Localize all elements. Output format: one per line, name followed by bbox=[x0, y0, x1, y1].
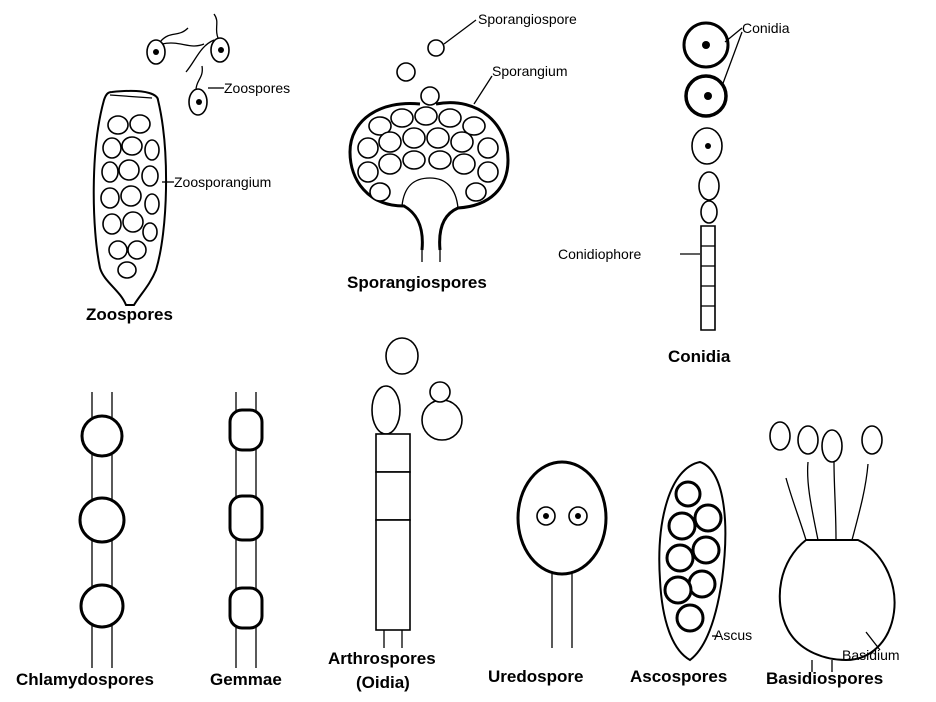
ascus-label: Ascus bbox=[714, 627, 752, 643]
ascospores-caption: Ascospores bbox=[630, 667, 727, 686]
chlamydospores-figure: Chlamydospores bbox=[16, 392, 154, 689]
sporangium-label: Sporangium bbox=[492, 63, 568, 79]
basidiospores-figure: Basidium Basidiospores bbox=[766, 421, 900, 688]
sporangiospores-figure: Sporangiospore bbox=[347, 11, 577, 292]
ascospores-figure: Ascus Ascospores bbox=[630, 460, 752, 686]
uredospore-figure: Uredospore bbox=[488, 460, 608, 686]
zoospores-caption: Zoospores bbox=[86, 305, 173, 324]
chlamydospores-caption: Chlamydospores bbox=[16, 670, 154, 689]
oidia-caption: (Oidia) bbox=[356, 673, 410, 692]
zoosporangium-label: Zoosporangium bbox=[174, 174, 271, 190]
conidia-figure: Conidia Conidiophore Conidia bbox=[558, 20, 790, 366]
sporangium bbox=[348, 101, 510, 262]
gemmae-caption: Gemmae bbox=[210, 670, 282, 689]
free-zoospores bbox=[146, 13, 230, 116]
zoosporangium bbox=[92, 90, 168, 306]
zoospores-figure: Zoospores bbox=[86, 13, 290, 324]
zoospores-label: Zoospores bbox=[224, 80, 290, 96]
uredospore-caption: Uredospore bbox=[488, 667, 583, 686]
arthrospores-caption: Arthrospores bbox=[328, 649, 436, 668]
conidiophore-label: Conidiophore bbox=[558, 246, 641, 262]
arthrospores-figure: Arthrospores (Oidia) bbox=[328, 337, 463, 692]
conidia-caption: Conidia bbox=[668, 347, 731, 366]
sporangiospores-caption: Sporangiospores bbox=[347, 273, 487, 292]
basidiospores-caption: Basidiospores bbox=[766, 669, 883, 688]
conidia-label: Conidia bbox=[742, 20, 790, 36]
basidium-label: Basidium bbox=[842, 647, 900, 663]
sporangiospore-label: Sporangiospore bbox=[478, 11, 577, 27]
gemmae-figure: Gemmae bbox=[210, 392, 282, 689]
